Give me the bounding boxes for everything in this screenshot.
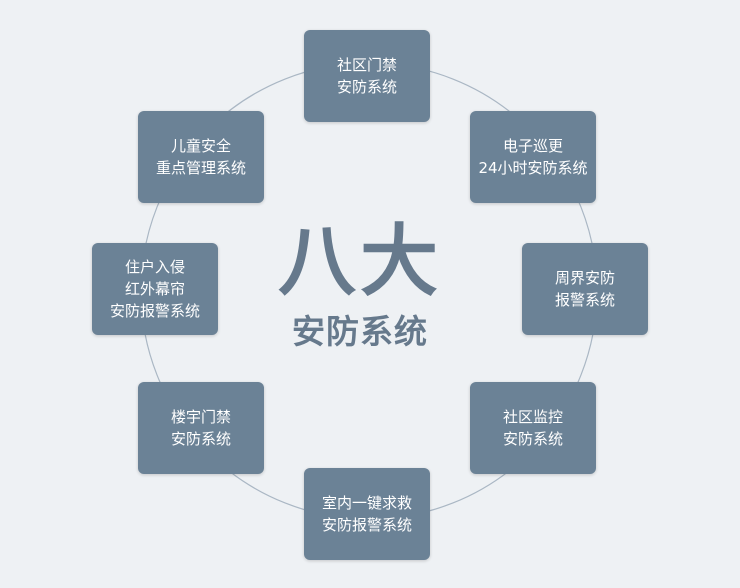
center-subtitle: 安防系统 (292, 312, 428, 351)
node-label-line: 安防系统 (170, 430, 231, 448)
node-label-line: 24小时安防系统 (478, 159, 588, 177)
node-label-line: 重点管理系统 (155, 159, 246, 177)
node-community-monitoring: 社区监控 安防系统 (470, 382, 596, 474)
node-label-line: 周界安防 (554, 269, 615, 287)
node-child-safety: 儿童安全 重点管理系统 (138, 111, 264, 203)
node-building-access-control: 楼宇门禁 安防系统 (138, 382, 264, 474)
node-label-line: 报警系统 (554, 291, 615, 309)
node-community-access-control: 社区门禁 安防系统 (304, 30, 430, 122)
node-label-line: 安防系统 (336, 78, 397, 96)
node-label-line: 社区监控 (502, 408, 563, 426)
node-label-line: 社区门禁 (336, 56, 397, 74)
center-title: 八大 (277, 217, 442, 307)
node-label-line: 安防报警系统 (109, 302, 200, 320)
node-label-line: 红外幕帘 (124, 280, 185, 298)
node-label-line: 安防系统 (502, 430, 563, 448)
node-label-line: 儿童安全 (170, 137, 231, 155)
node-label-line: 住户入侵 (124, 258, 185, 276)
node-intrusion-infrared-curtain: 住户入侵 红外幕帘 安防报警系统 (92, 243, 218, 335)
node-electronic-patrol: 电子巡更 24小时安防系统 (470, 111, 596, 203)
node-label-line: 室内一键求救 (321, 494, 412, 512)
node-perimeter-security: 周界安防 报警系统 (522, 243, 648, 335)
node-label-line: 电子巡更 (502, 137, 563, 155)
node-label-line: 安防报警系统 (321, 516, 412, 534)
node-label-line: 楼宇门禁 (170, 408, 231, 426)
node-indoor-emergency-call: 室内一键求救 安防报警系统 (304, 468, 430, 560)
